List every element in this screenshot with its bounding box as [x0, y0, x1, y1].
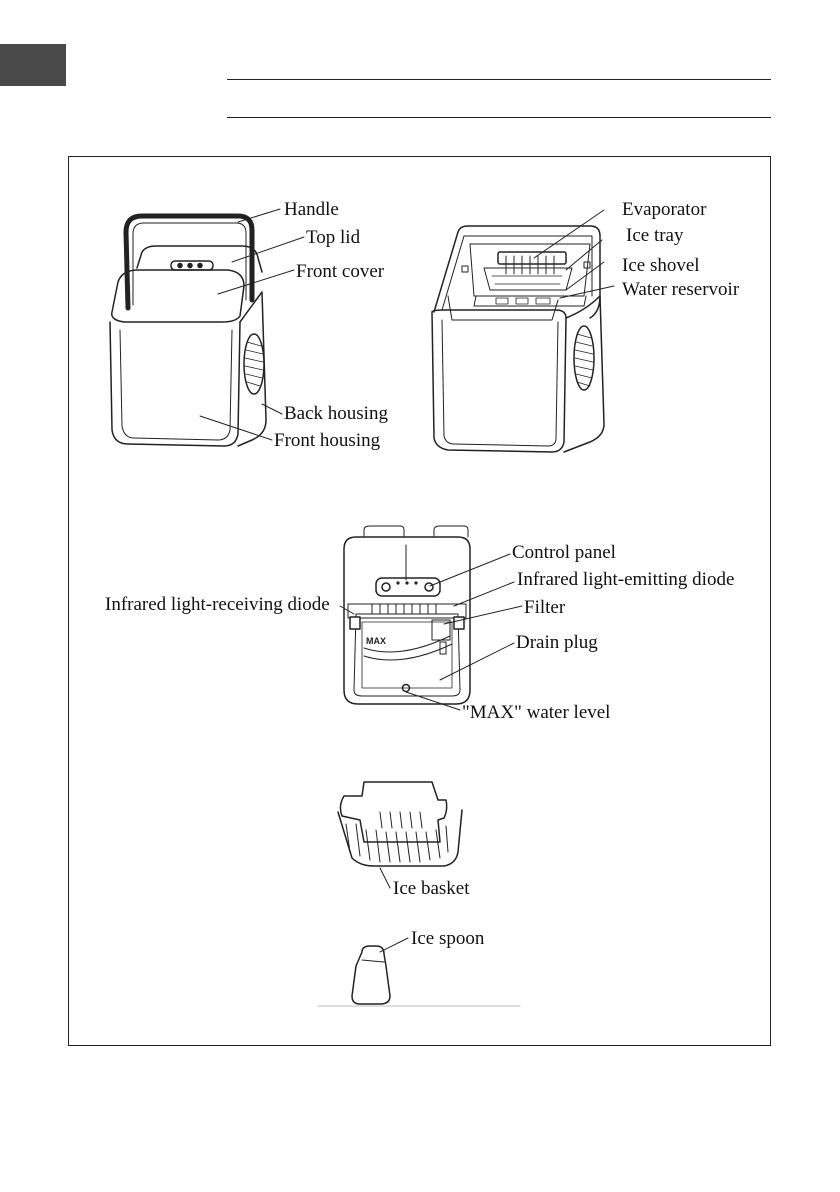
label-top-lid: Top lid	[306, 228, 360, 248]
label-front-housing: Front housing	[274, 431, 380, 451]
label-max-water-level: "MAX" water level	[462, 703, 610, 723]
label-handle: Handle	[284, 200, 339, 220]
label-front-cover: Front cover	[296, 262, 384, 282]
label-evaporator: Evaporator	[622, 200, 706, 220]
label-ir-receiving-diode: Infrared light-receiving diode	[105, 595, 330, 615]
label-ice-tray: Ice tray	[626, 226, 683, 246]
top-view-illustration: MAX	[340, 526, 522, 710]
label-ice-shovel: Ice shovel	[622, 256, 700, 276]
label-water-reservoir: Water reservoir	[622, 280, 739, 300]
label-filter: Filter	[524, 598, 565, 618]
label-drain-plug: Drain plug	[516, 633, 598, 653]
ice-maker-closed-illustration	[110, 209, 304, 446]
label-control-panel: Control panel	[512, 543, 616, 563]
label-ice-basket: Ice basket	[393, 879, 469, 899]
label-ice-spoon: Ice spoon	[411, 929, 484, 949]
ice-basket-illustration	[338, 782, 462, 888]
svg-text:MAX: MAX	[366, 636, 386, 646]
ice-maker-open-illustration	[432, 210, 614, 452]
label-back-housing: Back housing	[284, 404, 388, 424]
label-ir-emitting-diode: Infrared light-emitting diode	[517, 570, 734, 590]
